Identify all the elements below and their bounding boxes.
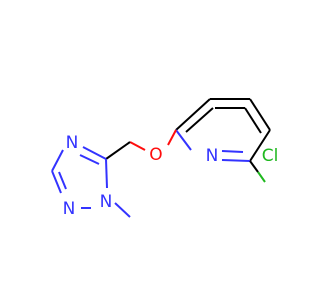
bond-c5t-n4	[82, 146, 107, 160]
pyridine-ring	[175, 98, 271, 162]
atom-n-triazole-left: N	[63, 199, 76, 219]
bond-n1-c6	[221, 159, 251, 162]
bond-c3-n2-inner	[58, 171, 67, 190]
bond-n4-c3	[51, 149, 64, 172]
bond-c6-cl	[257, 171, 266, 183]
bond-c3-n2	[51, 170, 62, 194]
bond-c5-c6	[249, 129, 271, 162]
triazole-ring	[51, 146, 108, 209]
bond-c4-c5-inner	[244, 107, 262, 134]
atom-n-triazole-top: N	[66, 133, 79, 153]
atom-n-triazole-sub: N	[100, 192, 113, 212]
atom-chlorine: Cl	[262, 146, 279, 166]
bond-c2-c3	[175, 98, 211, 131]
atom-n-pyridine: N	[206, 146, 219, 166]
bond-c2-c3-inner	[185, 107, 214, 133]
bond-c2-n1	[175, 129, 192, 151]
bond-c6-cl-carbon-part	[249, 160, 259, 173]
bond-c4-c5	[249, 98, 271, 131]
atom-oxygen: O	[149, 145, 162, 165]
bond-c2-o	[167, 129, 177, 146]
bond-o-ch2	[129, 141, 146, 151]
bond-n1-c5t	[105, 158, 108, 189]
molecule-structure: N N N O N Cl	[51, 98, 279, 219]
bond-n1-methyl	[114, 202, 131, 218]
bond-c5t-n4-inner	[79, 154, 100, 165]
bond-ch2-c5t	[105, 141, 131, 160]
bond-n1-c6-inner	[221, 150, 244, 153]
